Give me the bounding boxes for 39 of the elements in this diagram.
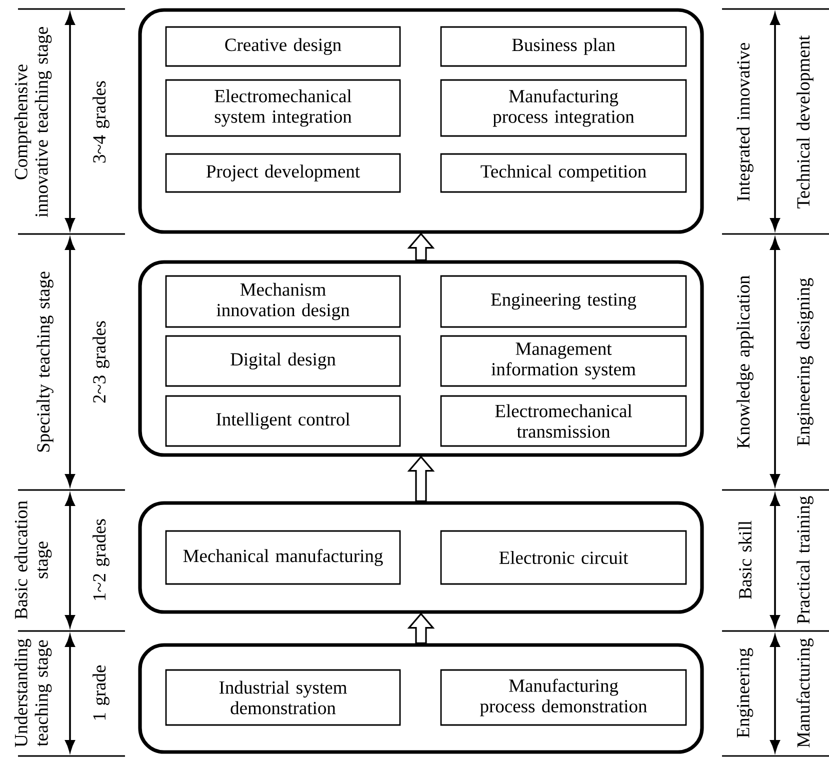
course-box: Engineering testing — [440, 275, 687, 328]
side-label: Technical development — [796, 35, 814, 208]
stage-label: Understanding teaching stage — [14, 638, 52, 748]
course-box: Industrial system demonstration — [165, 669, 401, 726]
course-box: Mechanism innovation design — [165, 275, 401, 328]
side-label: Basic skill — [738, 520, 752, 600]
stage-panel — [138, 501, 704, 614]
stage-panel — [138, 8, 704, 234]
side-label: Integrated innovative — [736, 43, 754, 201]
grade-label: 2~3 grades — [92, 321, 110, 403]
block-arrow — [407, 232, 435, 261]
stage-label: Basic education stage — [14, 500, 52, 620]
stage-label: Specialty teaching stage — [36, 272, 54, 452]
side-label: Manufacturing — [796, 638, 814, 748]
course-box: Electronic circuit — [440, 530, 687, 585]
course-box: Technical competition — [440, 153, 687, 193]
stage-panel — [138, 643, 704, 754]
grade-label: 1 grade — [92, 665, 110, 720]
stage-panel — [138, 260, 704, 457]
course-box: Electromechanical transmission — [440, 395, 687, 447]
side-label: Engineering — [736, 648, 754, 738]
course-box: Intelligent control — [165, 395, 401, 447]
course-box: Creative design — [165, 26, 401, 67]
block-arrow — [407, 456, 435, 502]
side-label: Engineering designing — [796, 278, 814, 446]
course-box: Electromechanical system integration — [165, 79, 401, 137]
stage-label: Comprehensive innovative teaching stage — [14, 27, 52, 218]
course-box: Project development — [165, 153, 401, 193]
course-box: Mechanical manufacturing — [165, 530, 401, 585]
course-box: Business plan — [440, 26, 687, 67]
block-arrow — [407, 612, 435, 644]
grade-label: 1~2 grades — [92, 519, 110, 600]
side-label: Knowledge application — [736, 275, 754, 448]
course-box: Manufacturing process integration — [440, 79, 687, 137]
side-label: Practical training — [796, 496, 814, 624]
course-box: Management information system — [440, 335, 687, 387]
grade-label: 3~4 grades — [92, 81, 110, 163]
course-box: Digital design — [165, 335, 401, 387]
course-box: Manufacturing process demonstration — [440, 669, 687, 726]
